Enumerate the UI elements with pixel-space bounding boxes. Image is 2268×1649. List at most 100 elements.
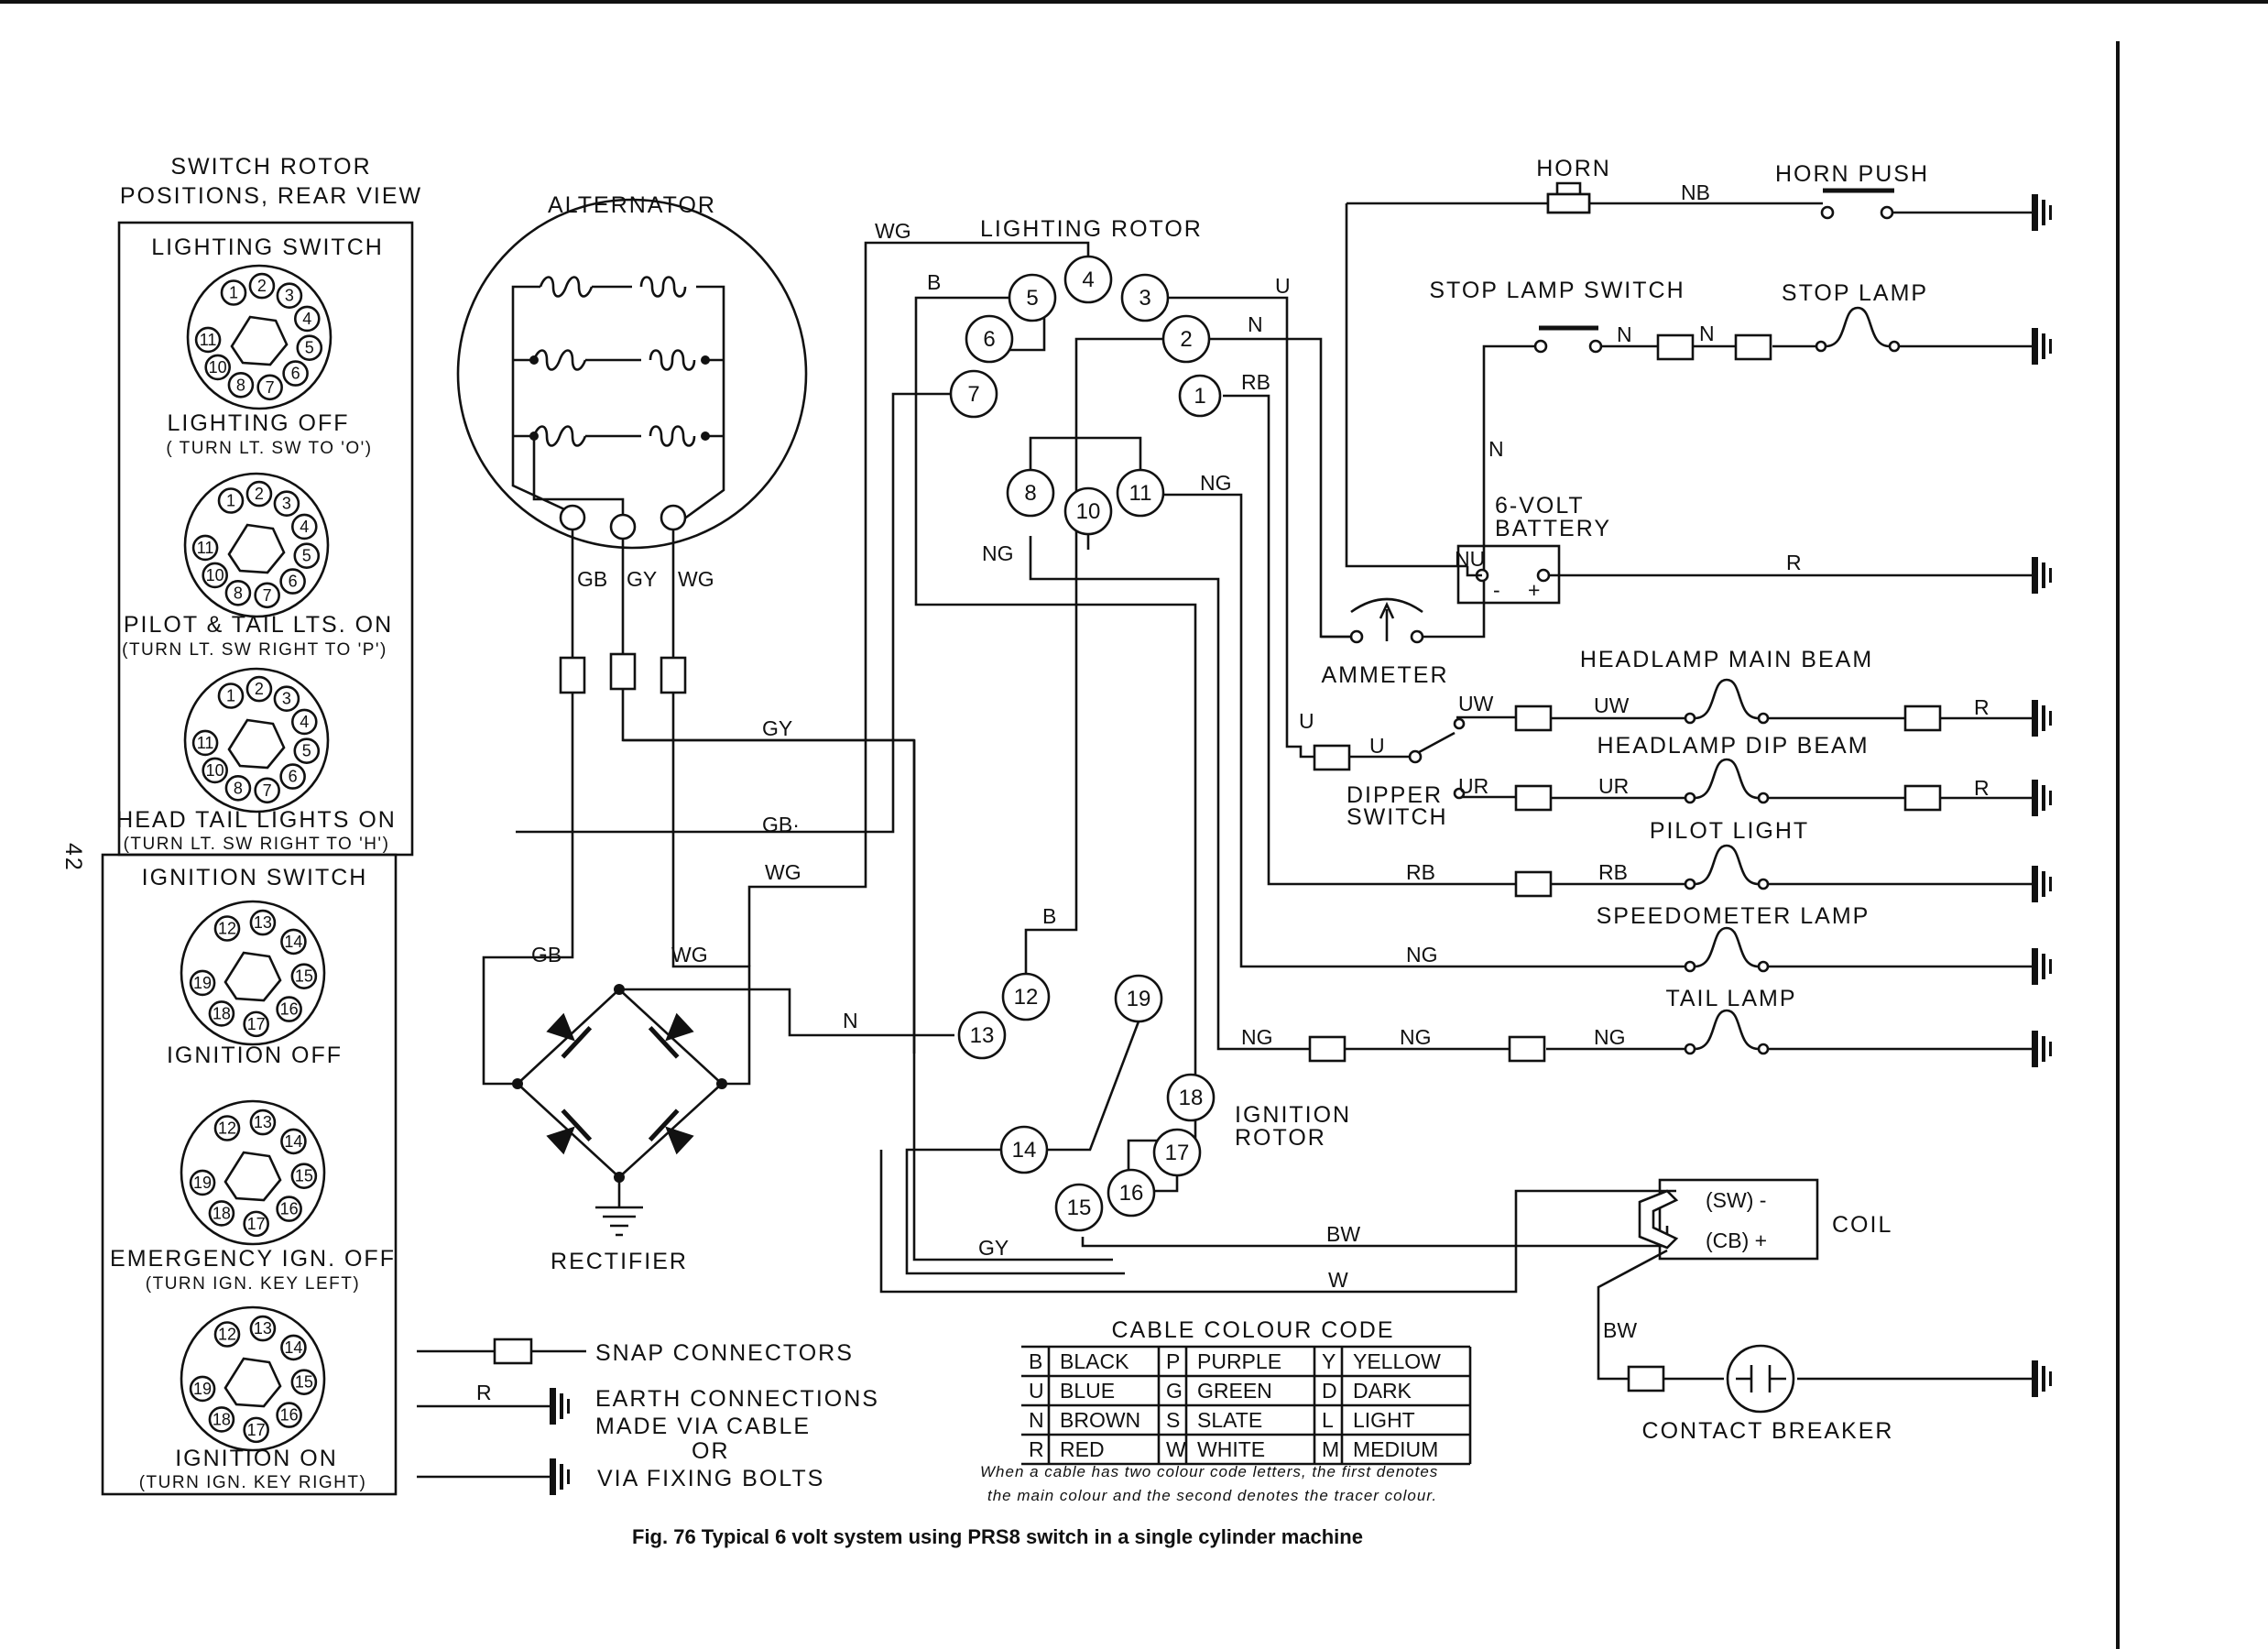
terminal-4 — [1063, 255, 1113, 304]
lighting-rotor-0-pin-5 — [296, 334, 323, 361]
svg-text:18: 18 — [213, 1410, 231, 1428]
terminal-5 — [1008, 273, 1057, 322]
svg-text:6: 6 — [289, 573, 298, 591]
svg-text:11: 11 — [197, 539, 214, 557]
lighting-rotor-0-pin-10 — [204, 354, 231, 381]
lighting-rotor-2-pin-1 — [217, 683, 245, 709]
terminal-15-label: 15 — [1067, 1196, 1092, 1220]
lighting-rotor-0-pin-2 — [248, 272, 276, 300]
terminal-13 — [957, 1010, 1007, 1060]
lighting-rotor-1-pin-5 — [293, 542, 321, 569]
ignition-rotor-1-pin-12 — [213, 1115, 241, 1141]
terminal-17 — [1152, 1128, 1202, 1177]
svg-text:14: 14 — [284, 1132, 302, 1151]
pilot-tail-note: (TURN LT. SW RIGHT TO 'P') — [122, 640, 387, 660]
battery-label-1: 6-VOLT — [1495, 493, 1585, 519]
ignition-rotor-2-pin-19 — [189, 1375, 216, 1403]
svg-text:13: 13 — [254, 1319, 272, 1338]
lighting-rotor-0-pin-1 — [220, 279, 247, 306]
wire-bw-cb: BW — [1603, 1318, 1637, 1342]
svg-text:1: 1 — [229, 284, 238, 302]
ignition-rotor-0-pin-13 — [249, 909, 277, 936]
battery-circuit: 6-VOLT BATTERY -+ R AMMETER — [1321, 493, 2054, 688]
horn-circuit: HORN HORN PUSH NB NU — [1345, 156, 2054, 571]
symbol-legend: SNAP CONNECTORS R EARTH CONNECTIONS MADE… — [417, 1338, 878, 1497]
colour-code-B: B — [1029, 1349, 1042, 1373]
colour-name-yellow: YELLOW — [1353, 1349, 1441, 1373]
lighting-rotor-2-pin-10 — [202, 757, 228, 784]
wire-gy-mid: GY — [762, 716, 792, 740]
terminal-6-label: 6 — [983, 327, 995, 352]
colour-code-Y: Y — [1322, 1349, 1336, 1373]
lighting-switch-box — [117, 221, 414, 857]
svg-text:11: 11 — [197, 734, 214, 752]
terminal-10 — [1063, 486, 1113, 536]
svg-text:17: 17 — [247, 1421, 266, 1439]
ignition-rotor-0-pin-18 — [208, 1000, 235, 1027]
lighting-rotor-2-pin-6 — [279, 763, 306, 790]
terminal-1 — [1178, 374, 1222, 418]
terminal-7 — [949, 369, 998, 419]
svg-text:4: 4 — [300, 713, 309, 731]
rect-wire-wg: WG — [671, 943, 708, 966]
svg-text:3: 3 — [282, 495, 291, 513]
wire-rb-pilot: RB — [1598, 860, 1628, 884]
lighting-rotor-1-pin-2 — [245, 480, 273, 508]
colour-code-U: U — [1029, 1379, 1044, 1403]
ignition-rotor-2-pin-13 — [249, 1315, 277, 1342]
svg-text:14: 14 — [284, 1338, 302, 1357]
speedometer-lamp-label: SPEEDOMETER LAMP — [1597, 903, 1870, 929]
colour-name-purple: PURPLE — [1197, 1349, 1281, 1373]
terminal-8-label: 8 — [1024, 481, 1036, 506]
wire-uw-1: UW — [1458, 692, 1494, 715]
lighting-rotor-2-pin-11 — [191, 729, 219, 757]
svg-text:14: 14 — [284, 933, 302, 951]
terminal-15 — [1054, 1183, 1104, 1232]
svg-text:18: 18 — [213, 1204, 231, 1222]
head-tail-label: HEAD TAIL LIGHTS ON — [116, 807, 397, 833]
legend-snap-connectors: SNAP CONNECTORS — [595, 1340, 854, 1366]
figure-caption: Fig. 76 Typical 6 volt system using PRS8… — [632, 1525, 1363, 1548]
rectifier-label: RECTIFIER — [551, 1249, 688, 1274]
coil-circuit: (SW) - (CB) + COIL BW CONTACT BREAKER — [1597, 1178, 2054, 1444]
legend-earth-wire: R — [476, 1381, 492, 1404]
lighting-rotor-0-pin-7 — [256, 374, 283, 401]
ignition-rotor-1-pin-16 — [276, 1196, 302, 1222]
ignition-rotor-2-pin-17 — [243, 1416, 269, 1444]
ignition-off-label: IGNITION OFF — [167, 1043, 343, 1068]
lighting-rotor-1-pin-3 — [273, 490, 300, 517]
contact-breaker-label: CONTACT BREAKER — [1642, 1418, 1894, 1444]
ignition-rotor-2-pin-12 — [213, 1321, 241, 1348]
stop-lamp-circuit: STOP LAMP SWITCH STOP LAMP N N N — [1429, 278, 2054, 595]
alternator-label: ALTERNATOR — [548, 192, 716, 218]
ammeter-label: AMMETER — [1322, 662, 1449, 688]
wire-ng-tail-3: NG — [1594, 1025, 1626, 1049]
terminal-19 — [1114, 974, 1163, 1023]
svg-text:6: 6 — [289, 768, 298, 786]
svg-text:6: 6 — [291, 365, 300, 383]
svg-text:13: 13 — [254, 1113, 272, 1131]
wire-gy-low: GY — [978, 1236, 1009, 1260]
lighting-rotor-1-pin-10 — [202, 562, 228, 589]
colour-note-2: the main colour and the second denotes t… — [987, 1487, 1437, 1504]
colour-code-G: G — [1166, 1379, 1183, 1403]
colour-code-S: S — [1166, 1408, 1180, 1432]
svg-text:18: 18 — [213, 1004, 231, 1022]
terminal-7-label: 7 — [967, 382, 979, 407]
svg-text:1: 1 — [226, 492, 235, 510]
svg-text:1: 1 — [226, 687, 235, 705]
coil-sw: (SW) - — [1706, 1188, 1766, 1212]
ignition-rotor-0-pin-16 — [276, 996, 302, 1022]
colour-name-green: GREEN — [1197, 1379, 1272, 1403]
legend-earth-3: OR — [692, 1438, 730, 1464]
terminal-3 — [1120, 273, 1170, 322]
ignition-rotor-0-pin-15 — [290, 963, 318, 989]
svg-text:5: 5 — [302, 742, 311, 760]
wire-gb-mid: GB· — [762, 813, 800, 836]
ignition-rotor-2-pin-14 — [280, 1334, 307, 1361]
